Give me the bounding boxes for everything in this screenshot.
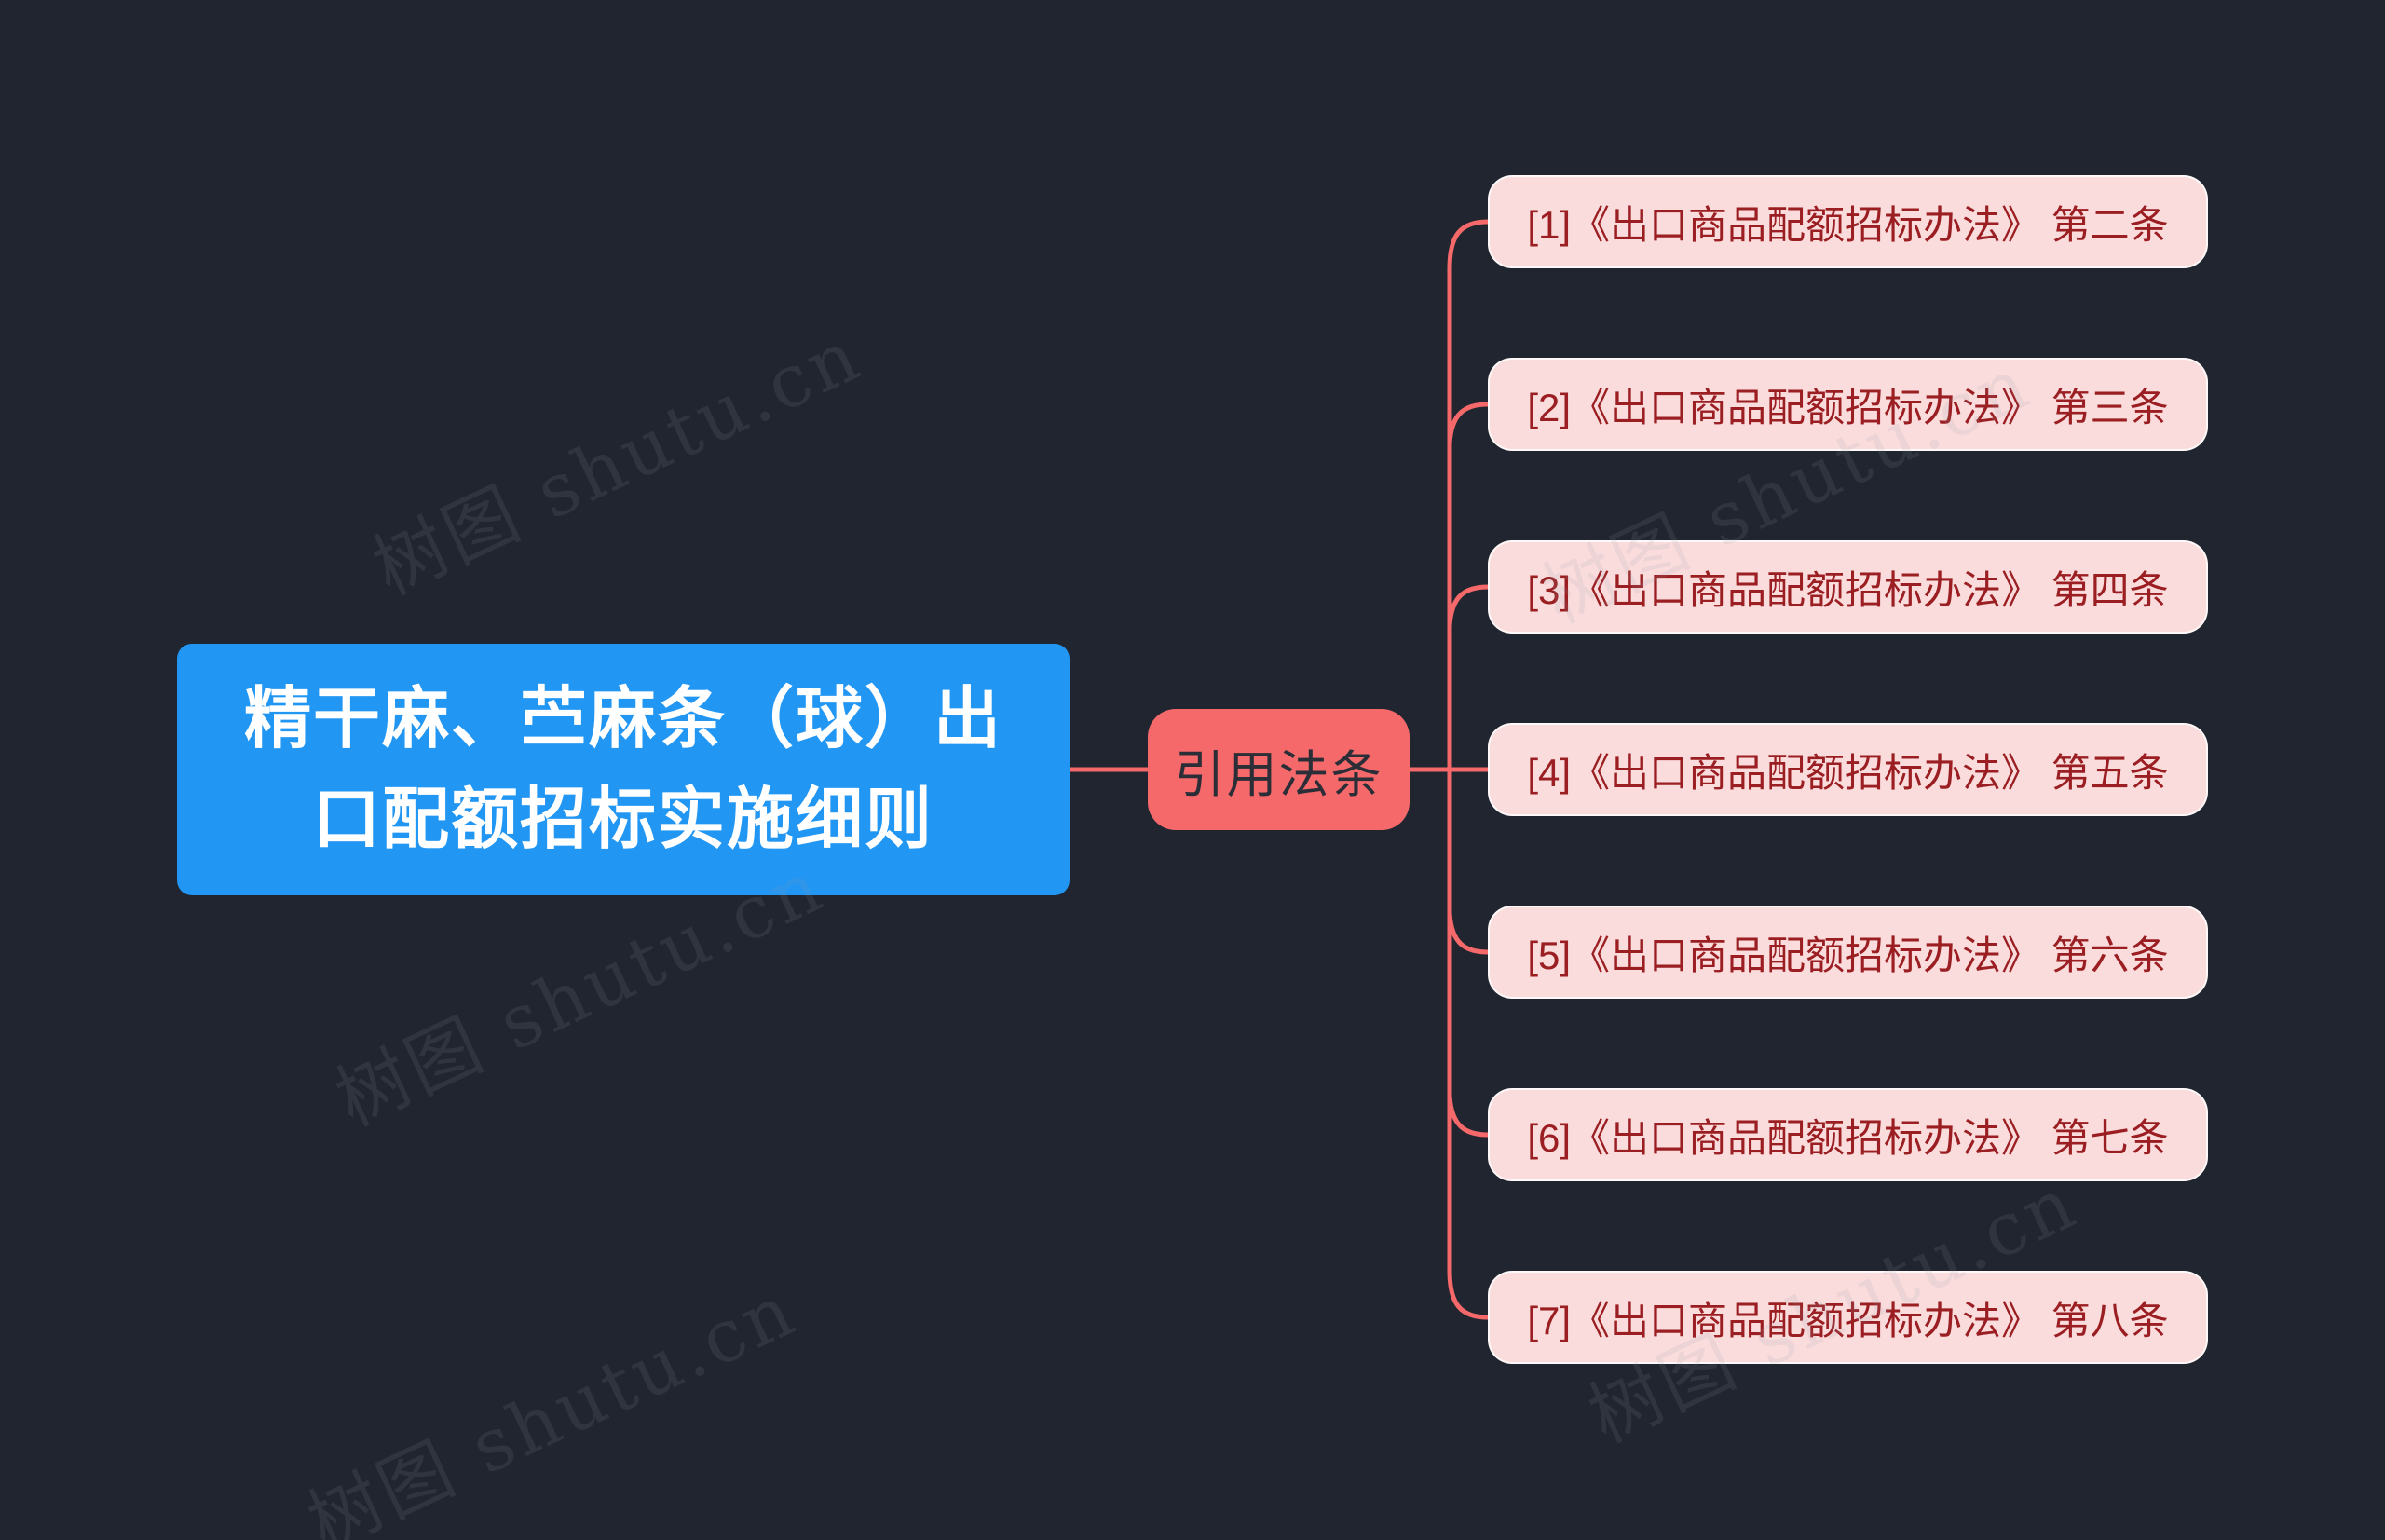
leaf-node[interactable]: [1]《出口商品配额招标办法》 第二条 (1488, 175, 2208, 268)
leaf-node[interactable]: [6]《出口商品配额招标办法》 第七条 (1488, 1088, 2208, 1181)
branch-label: 引用法条 (1174, 746, 1383, 803)
root-label: 精干麻、苎麻条（球）出口配额招标实施细则 (243, 682, 1002, 857)
leaf-label: [5]《出口商品配额招标办法》 第六条 (1527, 933, 2169, 977)
leaf-label: [4]《出口商品配额招标办法》 第五条 (1527, 750, 2169, 795)
leaf-label: [7]《出口商品配额招标办法》 第八条 (1527, 1298, 2169, 1342)
leaf-label: [2]《出口商品配额招标办法》 第三条 (1527, 385, 2169, 429)
connector-trunk (1447, 219, 1491, 1320)
branch-node[interactable]: 引用法条 (1148, 709, 1410, 830)
leaf-node[interactable]: [7]《出口商品配额招标办法》 第八条 (1488, 1271, 2208, 1364)
leaf-node[interactable]: [4]《出口商品配额招标办法》 第五条 (1488, 723, 2208, 816)
connector-branch-leaf-5 (1447, 910, 1491, 955)
connector-branch-leaf-3 (1447, 584, 1491, 629)
leaf-label: [3]《出口商品配额招标办法》 第四条 (1527, 567, 2169, 612)
connector-branch-leaf-6 (1447, 1093, 1491, 1138)
leaf-label: [6]《出口商品配额招标办法》 第七条 (1527, 1115, 2169, 1160)
leaf-node[interactable]: [3]《出口商品配额招标办法》 第四条 (1488, 540, 2208, 634)
leaf-node[interactable]: [5]《出口商品配额招标办法》 第六条 (1488, 906, 2208, 999)
leaf-node[interactable]: [2]《出口商品配额招标办法》 第三条 (1488, 358, 2208, 451)
root-node[interactable]: 精干麻、苎麻条（球）出口配额招标实施细则 (177, 644, 1070, 895)
leaf-label: [1]《出口商品配额招标办法》 第二条 (1527, 202, 2169, 247)
connector-branch-leaf-2 (1447, 402, 1491, 446)
